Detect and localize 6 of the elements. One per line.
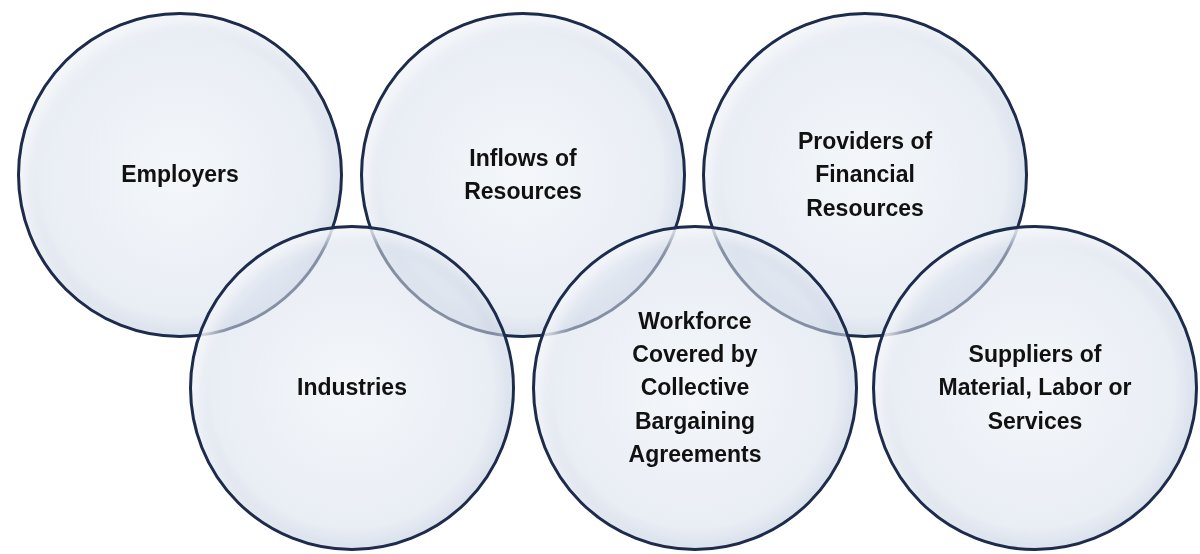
circle-label: Inflows of Resources xyxy=(463,143,583,206)
circle-label: Suppliers of Material, Labor or Services xyxy=(937,340,1133,436)
circle-label: Providers of Financial Resources xyxy=(796,127,934,223)
circle-label: Industries xyxy=(297,373,407,403)
circle-label: Employers xyxy=(121,160,239,190)
circle-label: Workforce Covered by Collective Bargaining Agreements xyxy=(627,306,763,469)
